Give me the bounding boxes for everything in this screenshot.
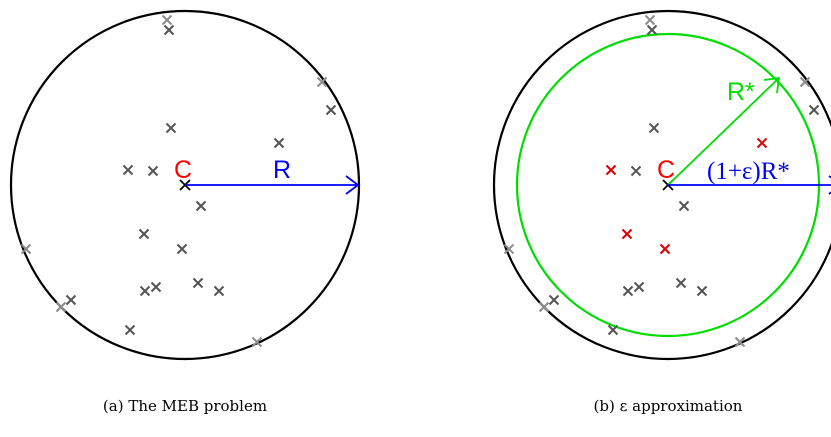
panel-a-point-marker (55, 301, 67, 313)
panel-a-point-marker (122, 164, 134, 176)
panel-a-point-marker (138, 228, 150, 240)
panel-a-point-marker (195, 200, 207, 212)
panel-b-point-marker (675, 277, 687, 289)
panel-b-outer-circle (492, 9, 831, 361)
panel-b-epsilon-approximation: R* C (1+ε)R* (492, 9, 831, 361)
panel-b-point-marker (607, 324, 619, 336)
panel-a-center-label: C (174, 156, 192, 184)
panel-a-point-marker (147, 165, 159, 177)
panel-a-point-marker (316, 76, 328, 88)
panel-a-point-marker (20, 243, 32, 255)
panel-a-point-marker (325, 104, 337, 116)
panel-a-point-marker (213, 285, 225, 297)
panel-b-point-marker (622, 285, 634, 297)
panel-a-point-marker (273, 137, 285, 149)
panel-a-point-marker (165, 122, 177, 134)
panel-b-inner-radius-label: R* (727, 78, 755, 106)
panel-b-point-marker (659, 243, 671, 255)
panel-b-point-marker (538, 301, 550, 313)
panel-a-point-marker (176, 243, 188, 255)
panel-b-point-marker (734, 336, 746, 348)
panel-b-point-marker (605, 164, 617, 176)
panel-b-point-marker (633, 281, 645, 293)
panel-b-point-marker (503, 243, 515, 255)
panel-b-caption: (b) ε approximation (593, 397, 743, 415)
panel-b-points (503, 14, 820, 348)
panel-b-outer-radius-label: (1+ε)R* (707, 158, 790, 185)
panel-b-point-marker (630, 165, 642, 177)
panel-a-point-marker (251, 336, 263, 348)
panel-a-point-marker (124, 324, 136, 336)
panel-b-point-marker (644, 14, 656, 26)
panel-b-point-marker (696, 285, 708, 297)
panel-a-point-marker (161, 14, 173, 26)
panel-b-point-marker (548, 294, 560, 306)
panel-a-radius-arrow (185, 175, 360, 195)
panel-b-point-marker (646, 24, 658, 36)
panel-a-caption: (a) The MEB problem (102, 397, 268, 415)
panel-a-point-marker (163, 24, 175, 36)
panel-a-points (20, 14, 337, 348)
panel-b-point-marker (799, 76, 811, 88)
panel-b-point-marker (678, 200, 690, 212)
panel-a-radius-label: R (273, 156, 291, 184)
panel-a-meb-problem: C R (9, 9, 361, 361)
panel-b-outer-radius-arrow (668, 175, 831, 195)
panel-a-point-marker (150, 281, 162, 293)
panel-b-inner-radius-arrow (667, 76, 781, 186)
panel-a-point-marker (139, 285, 151, 297)
panel-a-point-marker (192, 277, 204, 289)
panel-a-point-marker (65, 294, 77, 306)
panel-b-center-label: C (657, 156, 675, 184)
panel-b-point-marker (756, 137, 768, 149)
panel-b-point-marker (808, 104, 820, 116)
panel-b-point-marker (648, 122, 660, 134)
panel-b-point-marker (621, 228, 633, 240)
